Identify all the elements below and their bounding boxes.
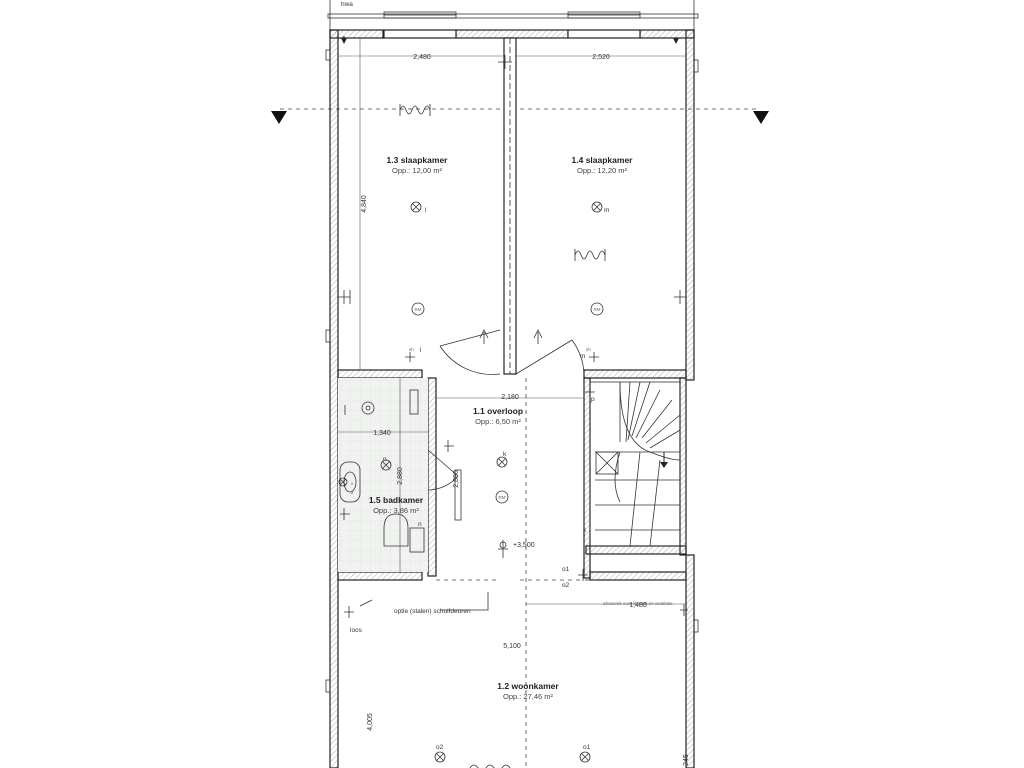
note-side: afvoerrek voor klimaat en ventilatie: [603, 601, 673, 606]
staircase: [589, 381, 681, 547]
section-marker-right: [753, 111, 769, 124]
dim-1480: 1,480: [629, 602, 647, 609]
rm-bedroom-14: RM: [594, 307, 601, 312]
label-o1-living: o1: [583, 744, 591, 751]
label-sh-left: sh: [409, 347, 414, 352]
top-label: hwa: [341, 1, 353, 8]
room-name-bathroom: 1.5 badkamer: [369, 495, 424, 505]
room-area-landing: Opp.: 6,50 m²: [475, 417, 521, 426]
radiators: [399, 104, 606, 768]
level-marker: +3,500: [513, 542, 535, 549]
label-k-stair: k: [583, 527, 587, 534]
label-n-bath: n: [383, 456, 387, 463]
label-loos: loos: [350, 627, 363, 634]
dim-2880: 2,880: [397, 467, 404, 485]
label-x-upper: x: [351, 481, 354, 486]
note-sliding-doors: optie (stalen) schuifdeuren: [394, 608, 471, 615]
doors: [427, 329, 585, 521]
room-area-bedroom-13: Opp.: 12,00 m²: [392, 166, 443, 175]
label-n-door: n: [418, 521, 422, 528]
rm-landing: RM: [499, 495, 506, 500]
room-area-living: Opp.: 27,46 m²: [503, 692, 554, 701]
bathroom-tiles: [338, 378, 428, 572]
section-marker-left: [271, 111, 287, 124]
dimension-lines: [338, 38, 686, 605]
label-x-lower: x: [351, 490, 354, 495]
dim-2520: 2,520: [592, 54, 610, 61]
room-name-landing: 1.1 overloop: [473, 406, 523, 416]
sliding-door-option: [436, 579, 584, 611]
dim-4840: 4,840: [361, 195, 368, 213]
label-m-bedroom: m: [604, 207, 609, 214]
facade-details: [325, 36, 699, 693]
label-k-landing: k: [503, 451, 507, 458]
dim-245: 245: [683, 754, 690, 766]
label-p: p: [591, 396, 595, 403]
bathroom-fixtures: [339, 389, 425, 553]
label-sh-right: sh: [586, 347, 591, 352]
label-o2-living: o2: [436, 744, 444, 751]
dim-1340: 1,340: [373, 430, 391, 437]
room-area-bathroom: Opp.: 3,86 m²: [373, 506, 419, 515]
rm-bedroom-13: RM: [415, 307, 422, 312]
room-area-bedroom-14: Opp.: 12,20 m²: [577, 166, 628, 175]
room-name-bedroom-14: 1.4 slaapkamer: [572, 155, 634, 165]
dim-2180: 2,180: [501, 394, 519, 401]
dim-2480: 2,480: [413, 54, 431, 61]
label-o1-stair: o1: [562, 566, 570, 573]
dim-2890: 2,890: [453, 470, 460, 488]
dim-4005: 4,005: [367, 713, 374, 731]
label-m-landing: m: [580, 353, 585, 360]
facade-top: [327, 0, 699, 30]
room-name-bedroom-13: 1.3 slaapkamer: [387, 155, 449, 165]
lamp-symbols: [338, 201, 603, 763]
label-o2-stair: o2: [562, 582, 570, 589]
electrical-symbols: [338, 55, 688, 618]
dim-5100: 5,100: [503, 643, 521, 650]
room-name-living: 1.2 woonkamer: [497, 681, 559, 691]
label-l-landing: l: [420, 347, 422, 354]
smoke-detectors: [411, 302, 604, 504]
label-l-bedroom: l: [425, 207, 427, 214]
outer-walls: [329, 29, 695, 768]
